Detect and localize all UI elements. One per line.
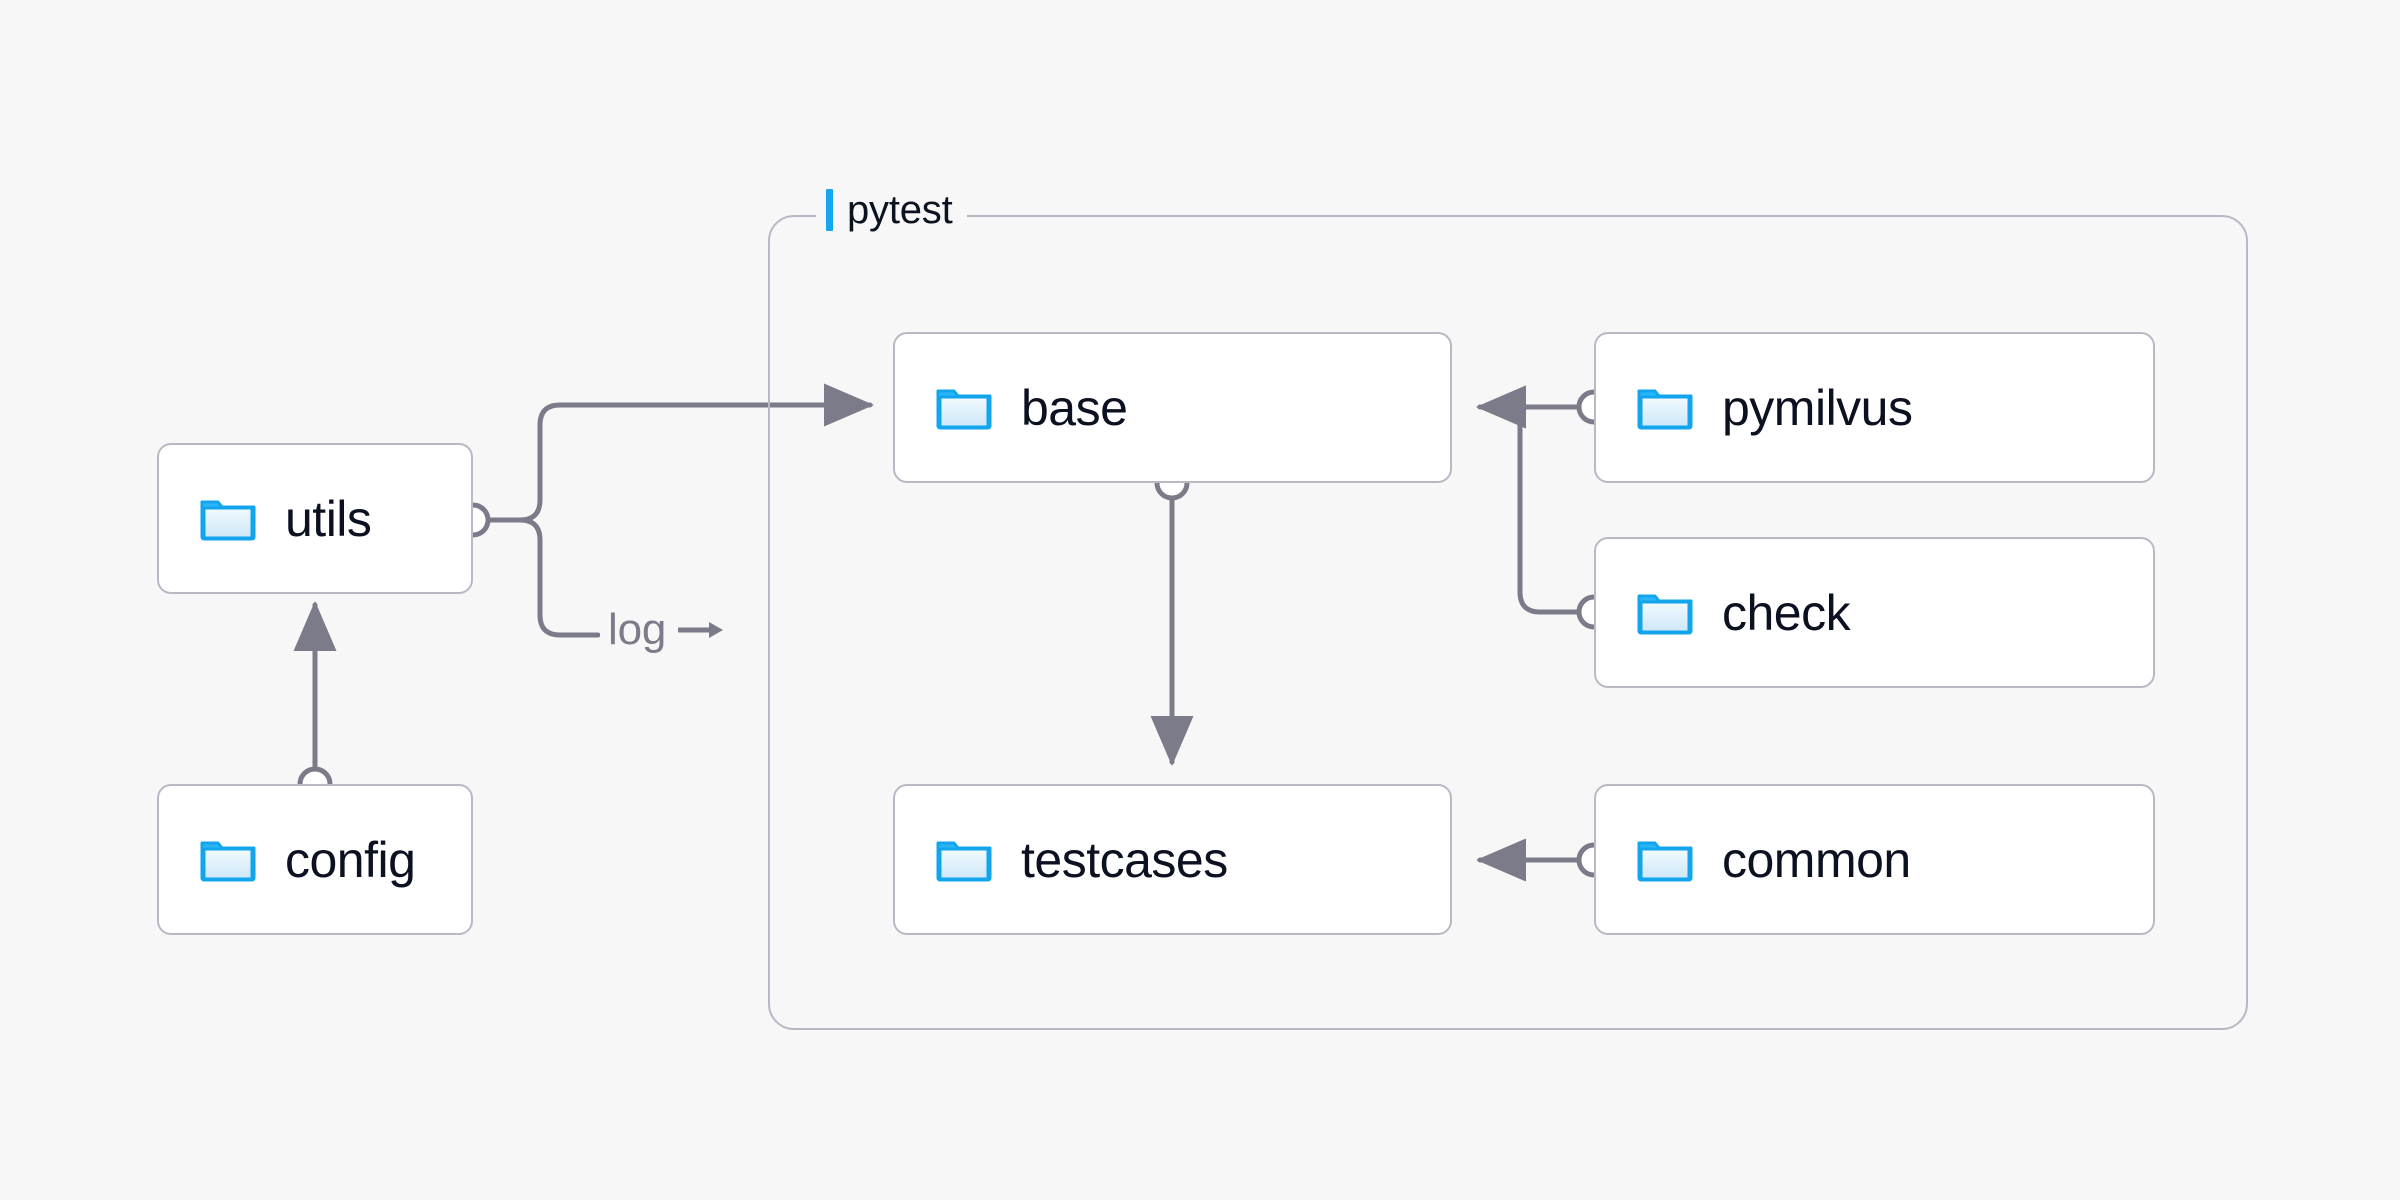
node-check[interactable]: check (1594, 537, 2155, 688)
node-testcases[interactable]: testcases (893, 784, 1452, 935)
folder-icon (1637, 389, 1693, 429)
node-pymilvus[interactable]: pymilvus (1594, 332, 2155, 483)
node-label: utils (285, 490, 372, 547)
node-utils[interactable]: utils (157, 443, 473, 594)
folder-icon (1637, 841, 1693, 881)
folder-icon (200, 500, 256, 540)
node-label: base (1021, 379, 1128, 436)
node-label: pymilvus (1722, 379, 1913, 436)
folder-icon (936, 841, 992, 881)
accent-bar-icon (826, 189, 833, 231)
folder-icon (936, 389, 992, 429)
node-config[interactable]: config (157, 784, 473, 935)
folder-icon (200, 841, 256, 881)
node-label: check (1722, 584, 1851, 641)
node-label: common (1722, 831, 1911, 888)
node-base[interactable]: base (893, 332, 1452, 483)
folder-icon (1637, 594, 1693, 634)
node-common[interactable]: common (1594, 784, 2155, 935)
edge-utils-to-pytest-log (486, 517, 601, 638)
node-label: testcases (1021, 831, 1228, 888)
arrow-right-icon (678, 622, 724, 638)
group-pytest-label: pytest (816, 187, 967, 233)
node-label: config (285, 831, 416, 888)
edge-label-log: log (600, 605, 733, 654)
group-title-text: pytest (847, 187, 953, 232)
group-pytest-container[interactable] (768, 215, 2248, 1030)
edge-label-log-text: log (608, 605, 667, 654)
